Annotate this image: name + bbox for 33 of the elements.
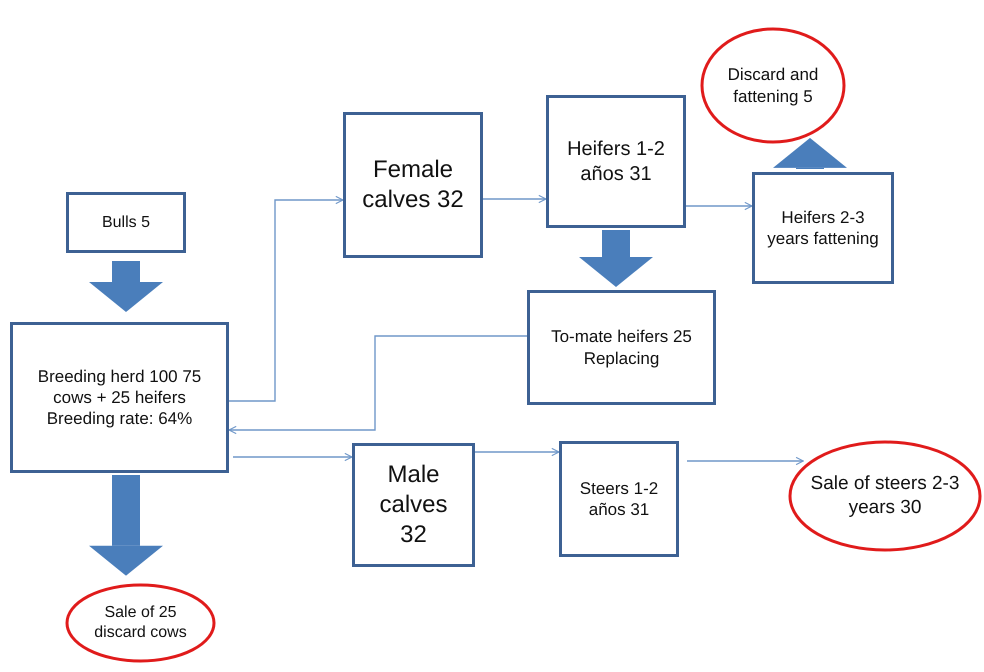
block-arrow	[89, 261, 163, 312]
node-label: Male calves 32	[378, 460, 449, 550]
arrow	[686, 202, 753, 210]
arrow	[475, 448, 560, 456]
outcome-ellipse	[65, 583, 216, 663]
outcome-ellipse	[788, 440, 982, 552]
arrow	[228, 335, 527, 434]
node-label: To-mate heifers 25 Replacing	[550, 326, 693, 369]
node-label: Heifers 2-3 years fattening	[766, 206, 880, 250]
block-arrow	[579, 230, 653, 287]
stage-box	[343, 112, 483, 258]
node-label: Female calves 32	[361, 155, 465, 215]
node-label: Discard and fattening 5	[726, 64, 820, 107]
block-arrow	[89, 475, 163, 576]
node-label: Sale of steers 2-3 years 30	[810, 472, 960, 520]
stage-box	[527, 290, 716, 405]
node-label: Heifers 1-2 años 31	[566, 136, 666, 186]
stage-box	[66, 192, 186, 253]
arrow	[687, 456, 804, 466]
outcome-ellipse	[700, 27, 846, 144]
arrow	[483, 194, 547, 204]
arrow	[233, 452, 353, 462]
block-arrow	[773, 138, 847, 169]
node-label: Steers 1-2 años 31	[578, 478, 660, 520]
node-label: Bulls 5	[100, 212, 152, 232]
stage-box	[10, 322, 229, 473]
stage-box	[352, 443, 475, 567]
stage-box	[559, 441, 679, 557]
node-label: Sale of 25 discard cows	[93, 603, 188, 643]
arrow	[229, 196, 344, 402]
stage-box	[546, 95, 686, 228]
node-label: Breeding herd 100 75 cows + 25 heifers Breeding rate: 64%	[36, 366, 202, 430]
stage-box	[752, 172, 894, 284]
